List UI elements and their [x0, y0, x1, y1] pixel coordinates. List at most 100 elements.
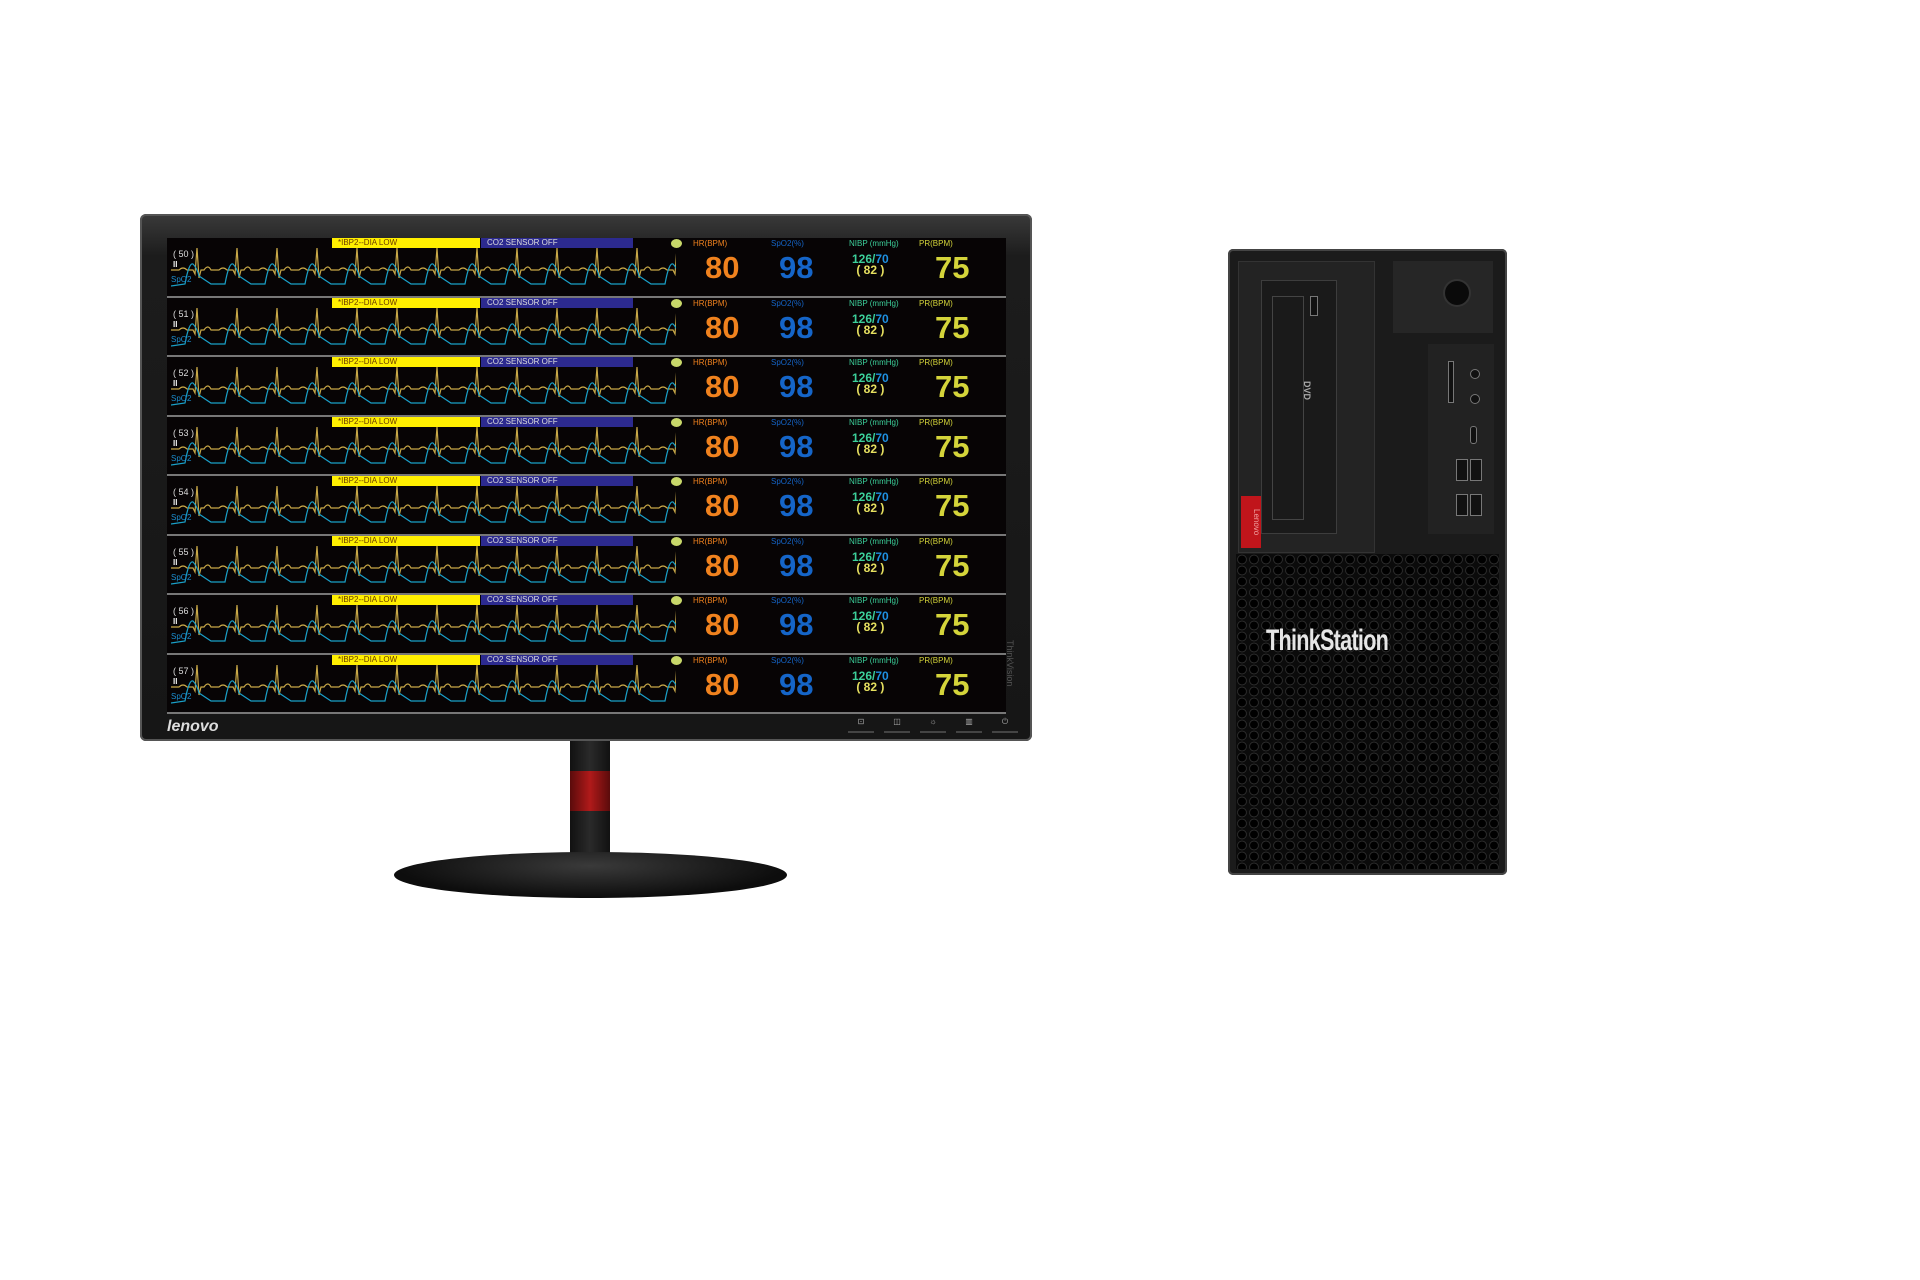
menu-button[interactable]: ◫	[884, 717, 910, 733]
alarm-ibp[interactable]: *IBP2--DIA LOW	[332, 535, 480, 546]
alarm-silence-icon[interactable]	[671, 596, 682, 605]
bed-row[interactable]: ( 51 ) II SpO2 *IBP2--DIA LOW CO2 SENSOR…	[167, 297, 1006, 357]
alarm-ibp[interactable]: *IBP2--DIA LOW	[332, 654, 480, 665]
pleth-waveform	[171, 501, 676, 525]
waveform	[171, 545, 676, 585]
pr-value: 75	[935, 607, 970, 642]
alarm-co2[interactable]: CO2 SENSOR OFF	[481, 595, 633, 605]
mic-jack-icon[interactable]	[1470, 369, 1480, 379]
bed-number: ( 50 )	[173, 249, 195, 259]
alarm-silence-icon[interactable]	[671, 477, 682, 486]
alarm-silence-icon[interactable]	[671, 239, 682, 248]
pr-label: PR(BPM)	[919, 298, 953, 308]
nibp-label: NIBP (mmHg)	[849, 417, 899, 427]
usb-port[interactable]	[1470, 494, 1482, 516]
info-button[interactable]: ▥	[956, 717, 982, 733]
alarm-ibp[interactable]: *IBP2--DIA LOW	[332, 595, 480, 605]
usb-port[interactable]	[1456, 459, 1468, 481]
alarm-co2[interactable]: CO2 SENSOR OFF	[481, 476, 633, 486]
usb-port[interactable]	[1456, 494, 1468, 516]
spo2-value: 98	[779, 250, 814, 285]
nibp-sys: 126/	[852, 490, 876, 504]
alarm-ibp[interactable]: *IBP2--DIA LOW	[332, 476, 480, 486]
nibp-mean: ( 82 )	[856, 679, 885, 694]
usb-port[interactable]	[1470, 459, 1482, 481]
power-button[interactable]: ⏻	[992, 717, 1018, 733]
alarm-co2[interactable]: CO2 SENSOR OFF	[481, 535, 633, 546]
hr-value: 80	[705, 488, 740, 523]
alarm-co2[interactable]: CO2 SENSOR OFF	[481, 357, 633, 367]
ecg-waveform	[171, 545, 676, 576]
waveform	[171, 366, 676, 406]
bed-row[interactable]: ( 54 ) II SpO2 *IBP2--DIA LOW CO2 SENSOR…	[167, 476, 1006, 536]
pleth-waveform	[171, 620, 676, 644]
alarm-silence-icon[interactable]	[671, 417, 682, 427]
bed-number: ( 52 )	[173, 368, 195, 378]
waveform	[171, 604, 676, 644]
pleth-waveform	[171, 441, 676, 466]
ecg-waveform	[171, 247, 676, 279]
alarm-silence-icon[interactable]	[671, 298, 682, 308]
nibp-sys: 126/	[852, 609, 876, 623]
pr-label: PR(BPM)	[919, 655, 953, 665]
nibp-label: NIBP (mmHg)	[849, 298, 899, 308]
spo2-value: 98	[779, 309, 814, 345]
hr-label: HR(BPM)	[693, 298, 728, 308]
hr-value: 80	[705, 250, 740, 285]
spo2-label: SpO2(%)	[771, 477, 804, 486]
brightness-button[interactable]: ☼	[920, 717, 946, 733]
spo2-label: SpO2(%)	[771, 298, 804, 308]
nibp-mean: ( 82 )	[856, 382, 885, 396]
bed-row[interactable]: ( 57 ) II SpO2 *IBP2--DIA LOW CO2 SENSOR…	[167, 654, 1006, 714]
bed-row[interactable]: ( 52 ) II SpO2 *IBP2--DIA LOW CO2 SENSOR…	[167, 357, 1006, 417]
alarm-ibp[interactable]: *IBP2--DIA LOW	[332, 238, 480, 248]
bed-row[interactable]: ( 50 ) II SpO2 *IBP2--DIA LOW CO2 SENSOR…	[167, 238, 1006, 298]
alarm-ibp[interactable]: *IBP2--DIA LOW	[332, 297, 480, 308]
alarm-ibp[interactable]: *IBP2--DIA LOW	[332, 357, 480, 367]
bed-number: ( 51 )	[173, 308, 195, 319]
bed-row[interactable]: ( 56 ) II SpO2 *IBP2--DIA LOW CO2 SENSOR…	[167, 595, 1006, 655]
input-button[interactable]: ⊡	[848, 717, 874, 733]
nibp-sys: 126/	[852, 430, 876, 445]
monitor-brand-logo: lenovo	[167, 718, 219, 735]
ecg-lead-label: II	[173, 260, 178, 269]
hr-label: HR(BPM)	[693, 536, 728, 546]
nibp-value: 126/70( 82 )	[852, 430, 889, 455]
eject-button[interactable]	[1310, 296, 1318, 316]
spo2-label: SpO2(%)	[771, 596, 804, 605]
alarm-silence-icon[interactable]	[671, 655, 682, 665]
alarm-co2[interactable]: CO2 SENSOR OFF	[481, 238, 633, 248]
ecg-lead-label: II	[173, 617, 178, 626]
ecg-waveform	[171, 485, 676, 517]
ecg-waveform	[171, 664, 676, 695]
nibp-sys: 126/	[852, 668, 876, 683]
lenovo-tag: Lenovo	[1241, 496, 1261, 548]
hr-value: 80	[705, 547, 740, 583]
alarm-co2[interactable]: CO2 SENSOR OFF	[481, 654, 633, 665]
pleth-label: SpO2	[171, 632, 192, 641]
ecg-lead-label: II	[173, 557, 178, 567]
bed-row[interactable]: ( 55 ) II SpO2 *IBP2--DIA LOW CO2 SENSOR…	[167, 535, 1006, 595]
hr-value: 80	[705, 369, 740, 404]
spo2-label: SpO2(%)	[771, 417, 804, 427]
hr-value: 80	[705, 607, 740, 642]
usb-c-port[interactable]	[1470, 426, 1477, 444]
alarm-co2[interactable]: CO2 SENSOR OFF	[481, 416, 633, 427]
alarm-silence-icon[interactable]	[671, 358, 682, 367]
pleth-waveform	[171, 263, 676, 287]
nibp-mean: ( 82 )	[856, 501, 885, 515]
power-button-icon[interactable]	[1445, 281, 1469, 305]
alarm-ibp[interactable]: *IBP2--DIA LOW	[332, 416, 480, 427]
alarm-co2[interactable]: CO2 SENSOR OFF	[481, 297, 633, 308]
card-reader-slot[interactable]	[1448, 361, 1454, 403]
pr-label: PR(BPM)	[919, 358, 953, 367]
pr-label: PR(BPM)	[919, 536, 953, 546]
nibp-mean: ( 82 )	[856, 620, 885, 634]
waveform	[171, 664, 676, 704]
nibp-label: NIBP (mmHg)	[849, 596, 899, 605]
drive-bay: Lenovo DVD	[1238, 261, 1375, 553]
nibp-value: 126/70( 82 )	[852, 372, 889, 396]
alarm-silence-icon[interactable]	[671, 536, 682, 546]
bed-row[interactable]: ( 53 ) II SpO2 *IBP2--DIA LOW CO2 SENSOR…	[167, 416, 1006, 476]
headphone-jack-icon[interactable]	[1470, 394, 1480, 404]
